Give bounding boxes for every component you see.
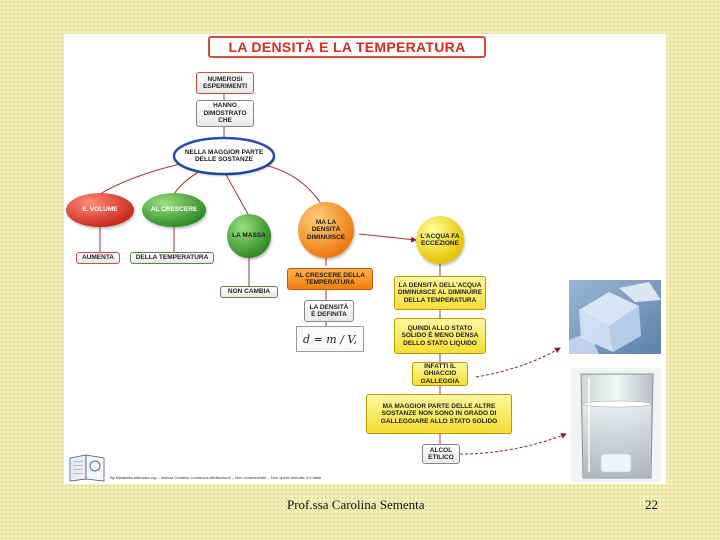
node-maggior-shape (172, 136, 276, 176)
node-volume-shape (66, 193, 134, 227)
node-densita-acqua: LA DENSITÀ DELL'ACQUA DIMINUISCE AL DIMI… (394, 276, 486, 310)
node-crescere-shape (142, 193, 206, 227)
node-acqua-shape (416, 216, 464, 264)
node-densita-shape (298, 202, 354, 258)
node-maggior: NELLA MAGGIOR PARTE DELLE SOSTANZE (174, 138, 274, 174)
page-number: 22 (645, 497, 658, 512)
node-infatti: INFATTI IL GHIACCIO GALLEGGIA (412, 362, 468, 386)
connector-lines (66, 87, 567, 455)
node-non-cambia: NON CAMBIA (220, 286, 278, 298)
node-alcol: ALCOL ETILICO (422, 444, 460, 464)
node-volume: IL VOLUME (66, 193, 134, 227)
ice-cubes-photo (569, 280, 661, 354)
node-aumenta: AUMENTA (76, 252, 120, 264)
node-numerosi: NUMEROSI ESPERIMENTI (196, 72, 254, 94)
node-massa: LA MASSA (227, 214, 271, 258)
node-densita-definita: LA DENSITÀ È DEFINITA (304, 300, 354, 322)
map-title: LA DENSITÀ E LA TEMPERATURA (208, 36, 486, 58)
node-crescere: AL CRESCERE (142, 193, 206, 227)
node-densita-diminuisce: MA LA DENSITÀ DIMINUISCE (298, 202, 354, 258)
node-hanno: HANNO DIMOSTRATO CHE (196, 100, 254, 127)
credit-line: By elisabella.altervista.org – licenza C… (110, 475, 321, 480)
node-acqua-eccezione: L'ACQUA FA ECCEZIONE (416, 216, 464, 264)
footer-author: Prof.ssa Carolina Sementa (287, 497, 425, 512)
beaker-photo (571, 368, 661, 482)
slide-content: LA DENSITÀ E LA TEMPERATURA NUMEROSI ESP… (64, 34, 666, 484)
node-della-temperatura: DELLA TEMPERATURA (130, 252, 214, 264)
node-massa-shape (227, 214, 271, 258)
book-icon (68, 452, 106, 482)
node-al-crescere-temperatura: AL CRESCERE DELLA TEMPERATURA (287, 268, 373, 290)
density-formula: d = m / V, (296, 326, 364, 352)
node-ma-maggior: MA MAGGIOR PARTE DELLE ALTRE SOSTANZE NO… (366, 394, 512, 434)
node-quindi: QUINDI ALLO STATO SOLIDO È MENO DENSA DE… (394, 318, 486, 354)
